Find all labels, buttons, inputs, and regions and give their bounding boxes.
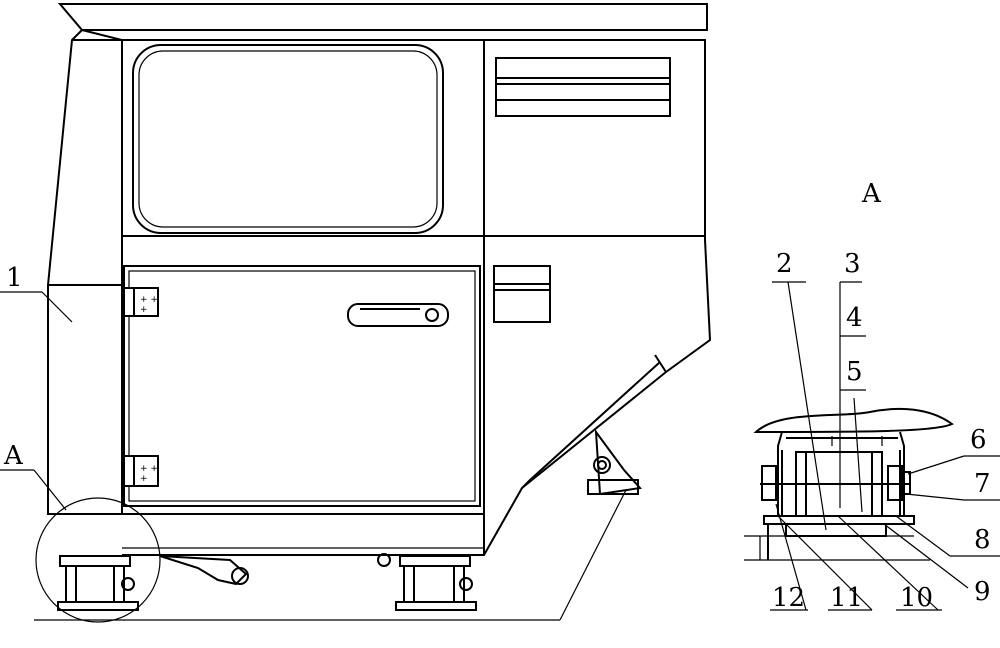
callout-6: 6 [970,425,987,455]
svg-text:+: + [140,474,148,484]
callout-10: 10 [900,583,933,613]
callout-9: 9 [974,577,991,607]
door-hinge-lower: + + + [123,455,159,487]
callout-7: 7 [974,469,991,499]
door-handle [347,303,449,327]
cab-door [123,265,481,507]
callout-2: 2 [776,249,793,279]
detail-marker-a: A [3,441,24,471]
rear-slope-panel [521,361,661,489]
cab-roof [57,3,708,31]
svg-text:+ +: + + [140,295,158,305]
callout-3: 3 [844,249,861,279]
vent-grille-upper [495,57,671,117]
detail-title: A [861,179,882,209]
callout-5: 5 [846,357,863,387]
cab-left-pillar [47,28,123,515]
cab-window [132,44,444,234]
isolator-left [57,555,139,611]
isolator-middle [395,555,477,611]
vent-grille-lower [493,265,551,323]
svg-text:+ +: + + [140,464,158,474]
cab-body-outline [122,39,712,556]
callout-12: 12 [772,583,805,613]
detail-cushion [753,407,954,434]
callout-4: 4 [846,303,863,333]
cab-main-view: + + + + + + [0,3,712,623]
detail-circle-a [35,497,161,623]
callout-8: 8 [974,525,991,555]
svg-text:+: + [140,305,148,315]
door-hinge-upper: + + + [123,287,159,317]
detail-u-bracket [777,431,905,515]
pivot-bracket [593,456,611,474]
callout-11: 11 [830,583,863,613]
part-label-1: 1 [6,263,23,293]
detail-view-a: A [744,179,1000,613]
